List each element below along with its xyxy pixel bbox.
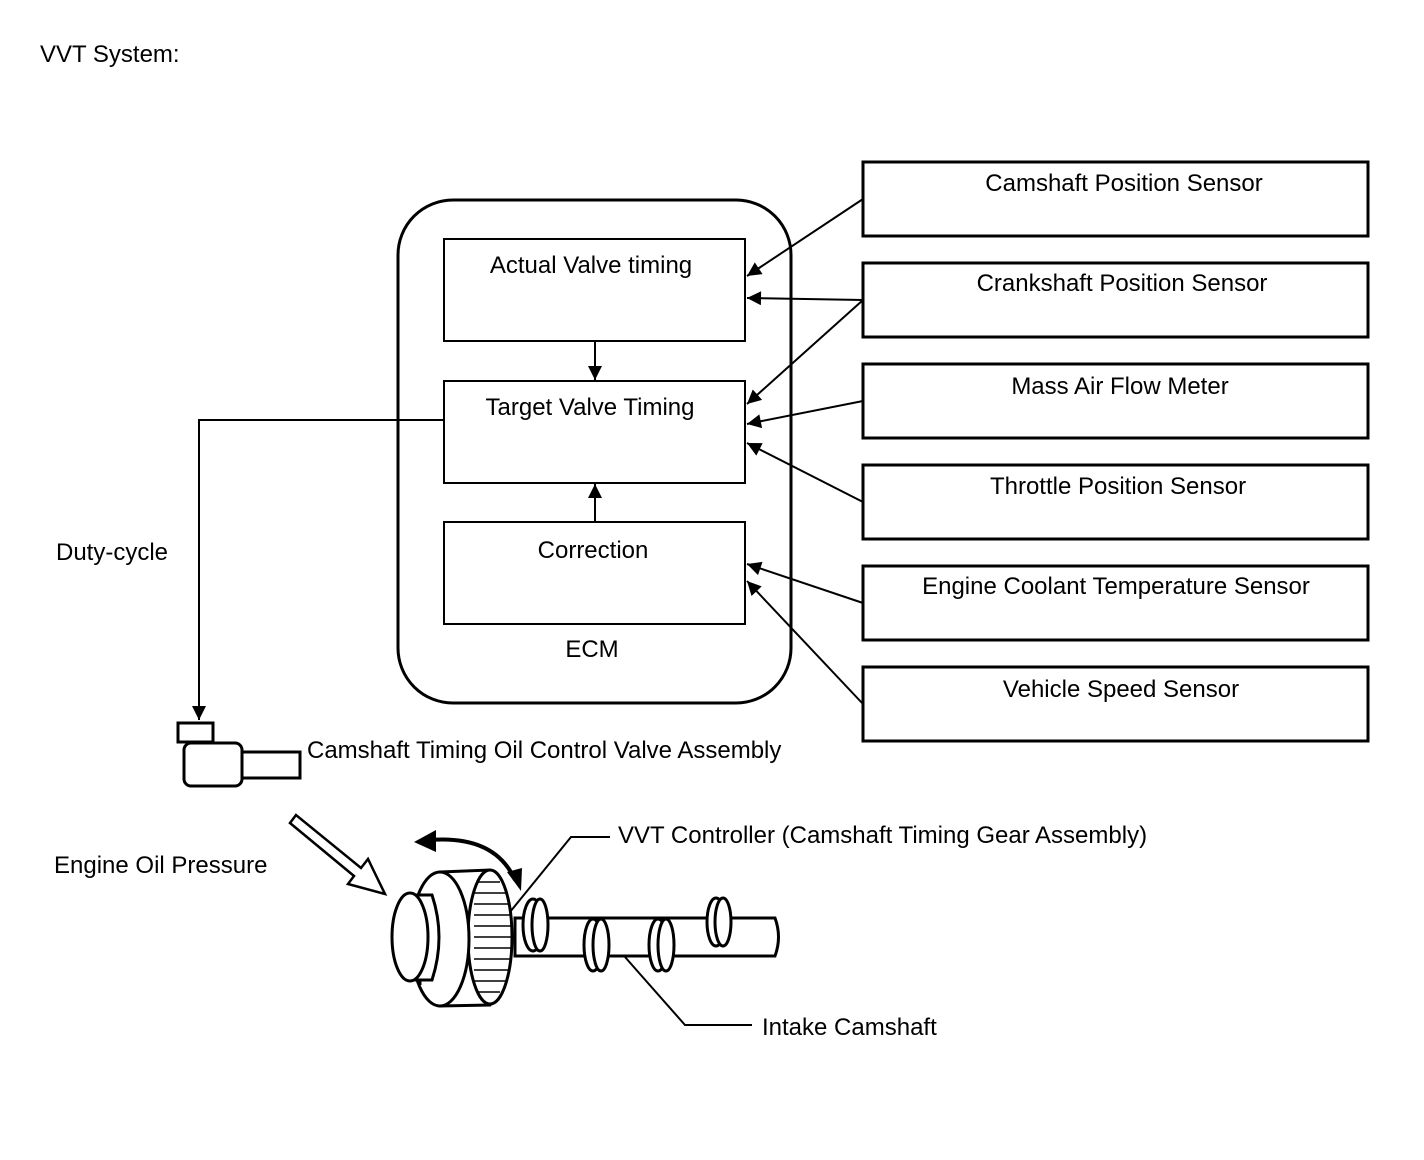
sensor-throttle-position: Throttle Position Sensor — [861, 463, 1370, 541]
block-actual-valve-timing: Actual Valve timing — [443, 238, 746, 342]
oil-pressure-arrow-icon — [288, 813, 388, 896]
arrow-ckp-to-actual — [746, 291, 864, 306]
vvt-controller-label: VVT Controller (Camshaft Timing Gear Ass… — [618, 822, 1147, 849]
intake-camshaft-leader — [624, 956, 752, 1026]
sensor-vehicle-speed: Vehicle Speed Sensor — [861, 665, 1370, 743]
rotation-arrow-icon — [414, 830, 522, 891]
oil-control-valve-icon — [176, 721, 302, 788]
intake-camshaft-label: Intake Camshaft — [762, 1014, 937, 1041]
duty-cycle-label: Duty-cycle — [56, 539, 168, 566]
arrow-vss-to-correction — [746, 580, 864, 705]
oil-pressure-label: Engine Oil Pressure — [54, 852, 267, 879]
sensor-engine-coolant-temp: Engine Coolant Temperature Sensor — [861, 564, 1370, 642]
arrow-cmp-to-actual — [746, 198, 864, 277]
ecm-container — [396, 198, 793, 705]
sensor-mass-air-flow: Mass Air Flow Meter — [861, 362, 1370, 440]
sensor-camshaft-position: Camshaft Position Sensor — [861, 160, 1370, 238]
block-correction: Correction — [443, 521, 746, 625]
ocv-label: Camshaft Timing Oil Control Valve Assemb… — [307, 737, 781, 764]
block-actual-label: Actual Valve timing — [490, 252, 692, 279]
vvt-controller-leader — [509, 836, 610, 913]
diagram-title: VVT System: — [40, 41, 180, 68]
sensor-label: Camshaft Position Sensor — [985, 170, 1262, 197]
sensor-label: Engine Coolant Temperature Sensor — [922, 573, 1310, 600]
ecm-label: ECM — [565, 636, 618, 663]
arrow-maf-to-target — [746, 400, 864, 429]
sensor-label: Vehicle Speed Sensor — [1003, 676, 1239, 703]
block-target-label: Target Valve Timing — [486, 394, 695, 421]
block-correction-label: Correction — [538, 537, 649, 564]
arrow-tps-to-target — [746, 442, 864, 503]
arrow-duty-cycle — [192, 419, 444, 720]
sensor-label: Throttle Position Sensor — [990, 473, 1246, 500]
arrow-ect-to-correction — [746, 561, 864, 604]
intake-camshaft-icon — [390, 868, 780, 1008]
sensor-crankshaft-position: Crankshaft Position Sensor — [861, 261, 1370, 339]
arrow-ckp-to-target — [746, 299, 864, 405]
sensor-label: Mass Air Flow Meter — [1011, 373, 1228, 400]
block-target-valve-timing: Target Valve Timing — [443, 380, 746, 484]
sensor-label: Crankshaft Position Sensor — [977, 270, 1268, 297]
